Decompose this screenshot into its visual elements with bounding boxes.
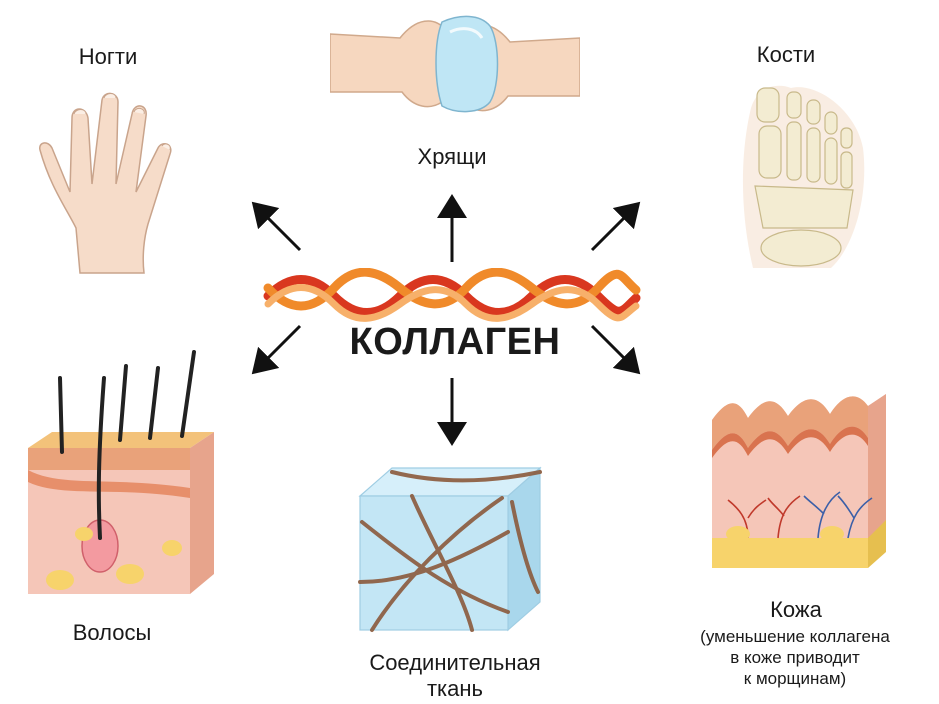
arrow-to-nails [251, 201, 302, 252]
foot-bones-illustration [742, 85, 865, 269]
skin-wrinkles-illustration [712, 394, 886, 568]
arrow-to-hair [251, 324, 302, 375]
label-skin: Кожа [770, 597, 822, 622]
hand-nails-illustration [39, 92, 172, 274]
label-connective-line1: Соединительная [369, 650, 541, 675]
label-hair: Волосы [72, 620, 152, 645]
collagen-helix-illustration [263, 268, 641, 322]
skin-note-line1: (уменьшение коллагена [700, 627, 890, 646]
label-cartilage: Хрящи [417, 144, 487, 169]
arrow-to-skin [590, 324, 641, 375]
hair-skin-illustration [28, 350, 214, 594]
knee-cartilage-illustration [330, 15, 580, 113]
diagram-title: КОЛЛАГЕН [349, 321, 561, 363]
skin-note: (уменьшение коллагена в коже приводит к … [680, 626, 910, 689]
label-connective-line2: ткань [426, 676, 484, 701]
skin-note-line3: к морщинам) [743, 669, 847, 688]
label-bones: Кости [756, 42, 816, 67]
label-nails: Ногти [78, 44, 138, 69]
connective-tissue-cube-illustration [358, 466, 542, 632]
skin-note-line2: в коже приводит [730, 648, 860, 667]
arrow-to-bones [590, 201, 641, 252]
